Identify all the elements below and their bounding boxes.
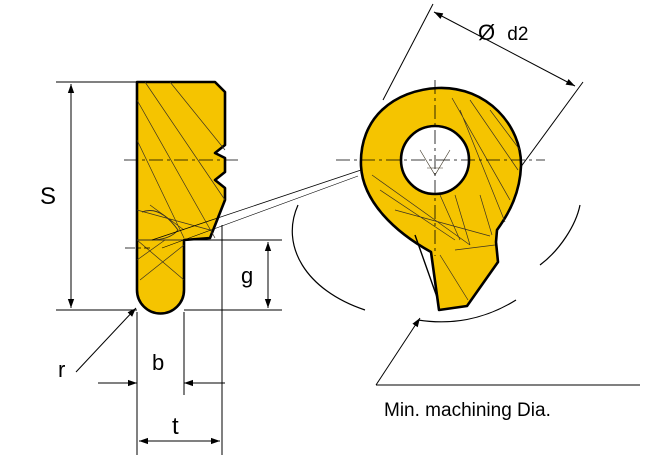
insert-front-view	[336, 80, 545, 312]
diameter-symbol: Ø	[478, 20, 495, 45]
label-t: t	[172, 413, 179, 440]
insert-front-view-body	[359, 86, 523, 312]
label-r: r	[58, 357, 65, 382]
insert-side-view	[124, 80, 242, 315]
insert-side-view-body	[135, 80, 227, 315]
dimension-d2: Ø d2	[382, 3, 584, 169]
dimension-t: t	[139, 225, 223, 455]
label-d2: Ø d2	[478, 20, 528, 45]
label-g: g	[241, 263, 253, 288]
dimension-s: S	[40, 81, 137, 311]
min-machining-dia-arc	[291, 204, 581, 323]
label-s: S	[40, 183, 56, 210]
label-min-machining-dia: Min. machining Dia.	[384, 400, 551, 421]
min-machining-dia-leader: Min. machining Dia.	[375, 317, 640, 421]
d2-text: d2	[507, 24, 528, 45]
label-b: b	[152, 350, 164, 375]
dimension-g: g	[184, 239, 282, 311]
dimension-r: r	[58, 307, 137, 382]
dimension-b: b	[98, 312, 225, 455]
